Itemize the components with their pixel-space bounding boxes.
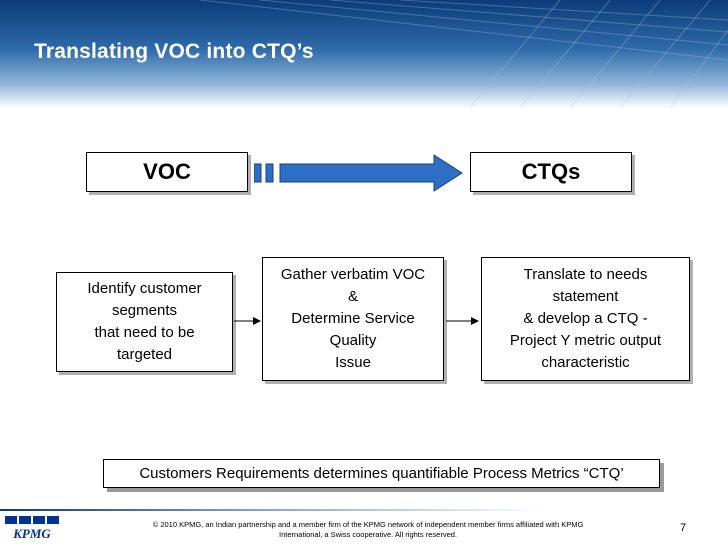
box-line: Identify customer — [87, 280, 202, 297]
box-line: Project Y metric output — [509, 332, 662, 349]
box-line: & — [347, 288, 358, 305]
connector-arrow-1 — [234, 317, 261, 325]
footer-divider — [0, 509, 728, 511]
ctq-box: CTQs — [470, 152, 632, 192]
process-box-identify-segments: Identify customer segments that need to … — [56, 272, 233, 372]
box-line: Gather verbatim VOC — [280, 266, 426, 283]
process-box-translate-ctq: Translate to needs statement & develop a… — [481, 257, 690, 381]
box-line: characteristic — [541, 354, 630, 371]
copyright-line: International, a Swiss cooperative. All … — [278, 530, 457, 539]
box-line: Determine Service — [291, 310, 415, 327]
process-box-gather-voc: Gather verbatim VOC & Determine Service … — [262, 257, 444, 381]
box-line: statement — [552, 288, 619, 305]
box-line: targeted — [116, 346, 173, 363]
copyright-notice: © 2010 KPMG, an Indian partnership and a… — [118, 520, 618, 540]
box-line: that need to be — [94, 324, 195, 341]
copyright-line: © 2010 KPMG, an Indian partnership and a… — [152, 520, 584, 529]
box-line: & develop a CTQ - — [523, 310, 648, 327]
kpmg-logo: KPMG — [5, 516, 59, 541]
logo-text: KPMG — [12, 526, 51, 541]
slide-title: Translating VOC into CTQ’s — [34, 40, 314, 63]
box-line: Translate to needs — [523, 266, 648, 283]
connector-arrow-2 — [446, 317, 479, 325]
page-number: 7 — [680, 522, 687, 534]
header-building-image — [199, 0, 728, 108]
summary-box: Customers Requirements determines quanti… — [103, 459, 660, 488]
voc-to-ctq-arrow — [254, 154, 463, 192]
box-line: Issue — [335, 354, 371, 371]
box-line: Quality — [329, 332, 377, 349]
slide-header: Translating VOC into CTQ’s — [0, 0, 728, 108]
voc-box: VOC — [86, 152, 248, 192]
box-line: segments — [111, 302, 178, 319]
